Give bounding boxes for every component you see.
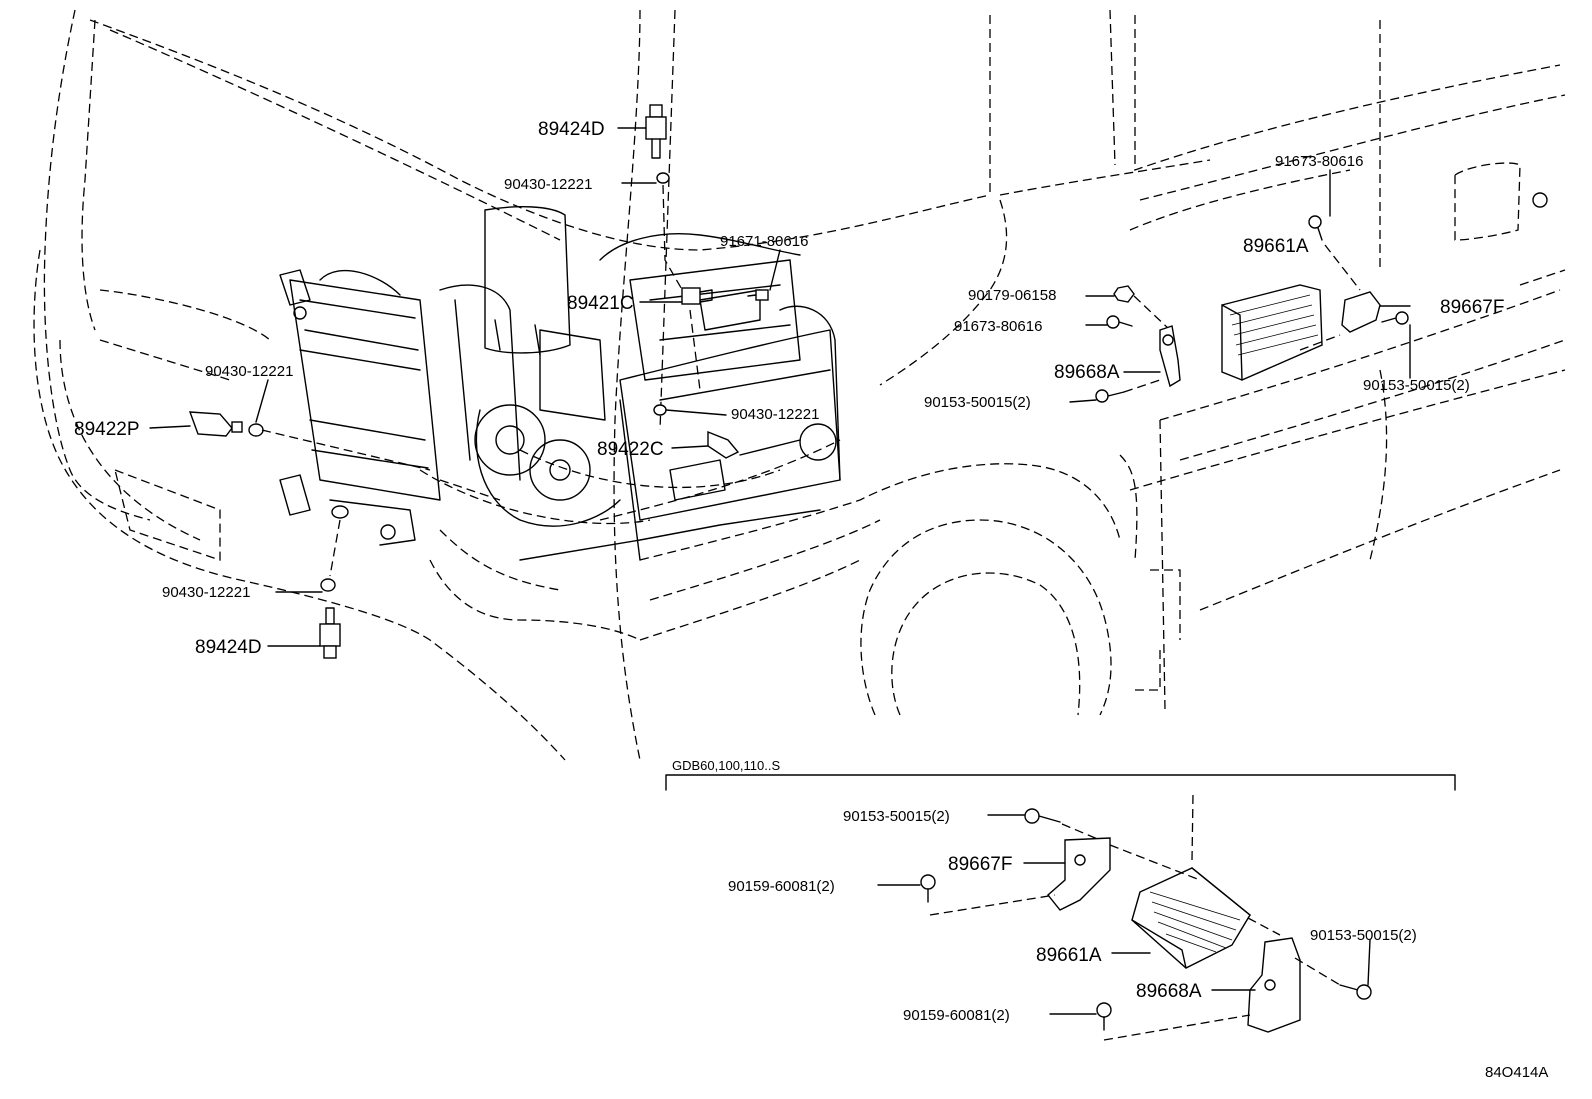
leader-vertical	[1191, 794, 1194, 861]
sensor-89422C	[707, 430, 740, 459]
leader-90153-d	[1294, 957, 1341, 986]
label-89667F-low: 89667F	[948, 854, 1012, 875]
label-90159-a: 90159-60081(2)	[728, 878, 835, 895]
bolt-90153-c	[1024, 808, 1061, 824]
label-89422P: 89422P	[74, 419, 140, 440]
label-89424D-low: 89424D	[195, 637, 262, 658]
label-89661A-low: 89661A	[1036, 945, 1102, 966]
bolt-90153-b	[1381, 311, 1409, 325]
leader-lower-sensor	[329, 519, 341, 577]
diagram-id: 84O414A	[1485, 1064, 1548, 1081]
leader-91673-a	[1324, 244, 1361, 291]
label-91671: 91671-80616	[720, 233, 808, 250]
label-91673-b: 91673-80616	[954, 318, 1042, 335]
label-90153-d: 90153-50015(2)	[1310, 927, 1417, 944]
bolt-91671	[747, 289, 769, 301]
gasket-mid	[653, 404, 667, 416]
bracket-89668A-top	[1159, 325, 1181, 388]
ecu-89661A-top	[1221, 284, 1323, 381]
label-89667F-top: 89667F	[1440, 297, 1504, 318]
bolt-91673-b	[1106, 315, 1133, 329]
leader-ecu-low	[1109, 844, 1201, 881]
gasket-top	[656, 172, 670, 184]
gasket-low	[320, 578, 336, 592]
bolt-91673-a	[1308, 215, 1323, 241]
leader-89421C-down	[689, 309, 701, 391]
label-89668A-low: 89668A	[1136, 981, 1202, 1002]
bolt-90159-b	[1096, 1002, 1112, 1031]
sensor-89422P	[188, 411, 243, 437]
bolt-90153-a	[1095, 389, 1125, 403]
ecu-89661A-low	[1131, 867, 1251, 969]
sensor-89424D-top	[645, 104, 667, 159]
body-hole-mark	[1532, 192, 1548, 208]
label-89424D-top: 89424D	[538, 119, 605, 140]
sensor-89424D-low	[319, 607, 341, 659]
label-90159-b: 90159-60081(2)	[903, 1007, 1010, 1024]
label-89422C: 89422C	[597, 439, 664, 460]
bracket-89667F-low	[1047, 837, 1111, 911]
vehicle-body-outline	[33, 9, 1566, 761]
part-labels: 89424D 90430-12221 91671-80616 89421C 90…	[74, 119, 1548, 1081]
variant-note: GDB60,100,110..S	[672, 758, 780, 773]
leader-90159-b	[1103, 1014, 1251, 1041]
label-90153-c: 90153-50015(2)	[843, 808, 950, 825]
bracket-89667F-top	[1341, 291, 1381, 333]
sensor-89421C	[681, 287, 713, 305]
leader-ecu-to-bracket	[1247, 917, 1281, 936]
label-90430-left: 90430-12221	[205, 363, 293, 380]
leader-ecu-bracket	[1299, 334, 1341, 351]
label-90430-mid: 90430-12221	[731, 406, 819, 423]
label-90153-b: 90153-50015(2)	[1363, 377, 1470, 394]
radiator-assembly	[279, 269, 441, 546]
leader-89422P-right	[261, 429, 431, 471]
label-89668A-top: 89668A	[1054, 362, 1120, 383]
engine-assembly	[439, 206, 841, 561]
leader-90153-c	[1061, 823, 1101, 841]
label-90179: 90179-06158	[968, 287, 1056, 304]
label-90430-top: 90430-12221	[504, 176, 592, 193]
label-89661A-top: 89661A	[1243, 236, 1309, 257]
variant-bracket-line	[665, 774, 1456, 791]
bolt-90153-d	[1339, 984, 1372, 1000]
leader-90179	[1133, 295, 1171, 331]
port-lower	[331, 505, 349, 519]
leader-90159-a	[929, 894, 1056, 916]
bolt-90159-a	[920, 874, 936, 903]
label-89421C: 89421C	[567, 293, 634, 314]
nut-90179	[1113, 285, 1135, 303]
label-91673-a: 91673-80616	[1275, 153, 1363, 170]
label-90153-a: 90153-50015(2)	[924, 394, 1031, 411]
leader-top-sensor	[662, 184, 689, 301]
leader-90153-a	[1123, 379, 1161, 393]
label-leaders	[149, 127, 1411, 1015]
bracket-89668A-low	[1247, 937, 1301, 1033]
label-90430-low: 90430-12221	[162, 584, 250, 601]
gasket-left	[248, 423, 264, 437]
